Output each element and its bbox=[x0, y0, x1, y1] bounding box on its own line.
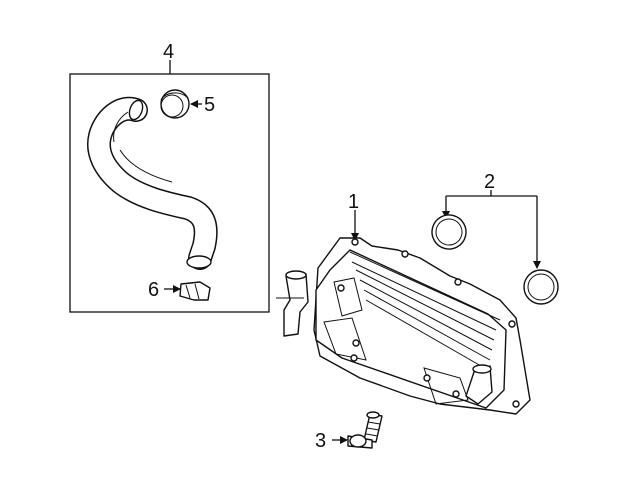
hose-clamp bbox=[160, 89, 190, 119]
callout-1: 1 bbox=[348, 191, 359, 213]
callout-4: 4 bbox=[163, 41, 174, 63]
o-ring-lower bbox=[523, 269, 559, 305]
callout-2: 2 bbox=[484, 171, 495, 193]
coolant-hose bbox=[87, 96, 218, 270]
callout-6: 6 bbox=[148, 279, 159, 301]
oil-cooler bbox=[276, 237, 531, 415]
mounting-bolt bbox=[347, 411, 383, 449]
o-ring-upper bbox=[431, 214, 467, 250]
callout-3: 3 bbox=[315, 430, 326, 452]
callout-5: 5 bbox=[204, 94, 215, 116]
hose-clip bbox=[179, 281, 211, 301]
